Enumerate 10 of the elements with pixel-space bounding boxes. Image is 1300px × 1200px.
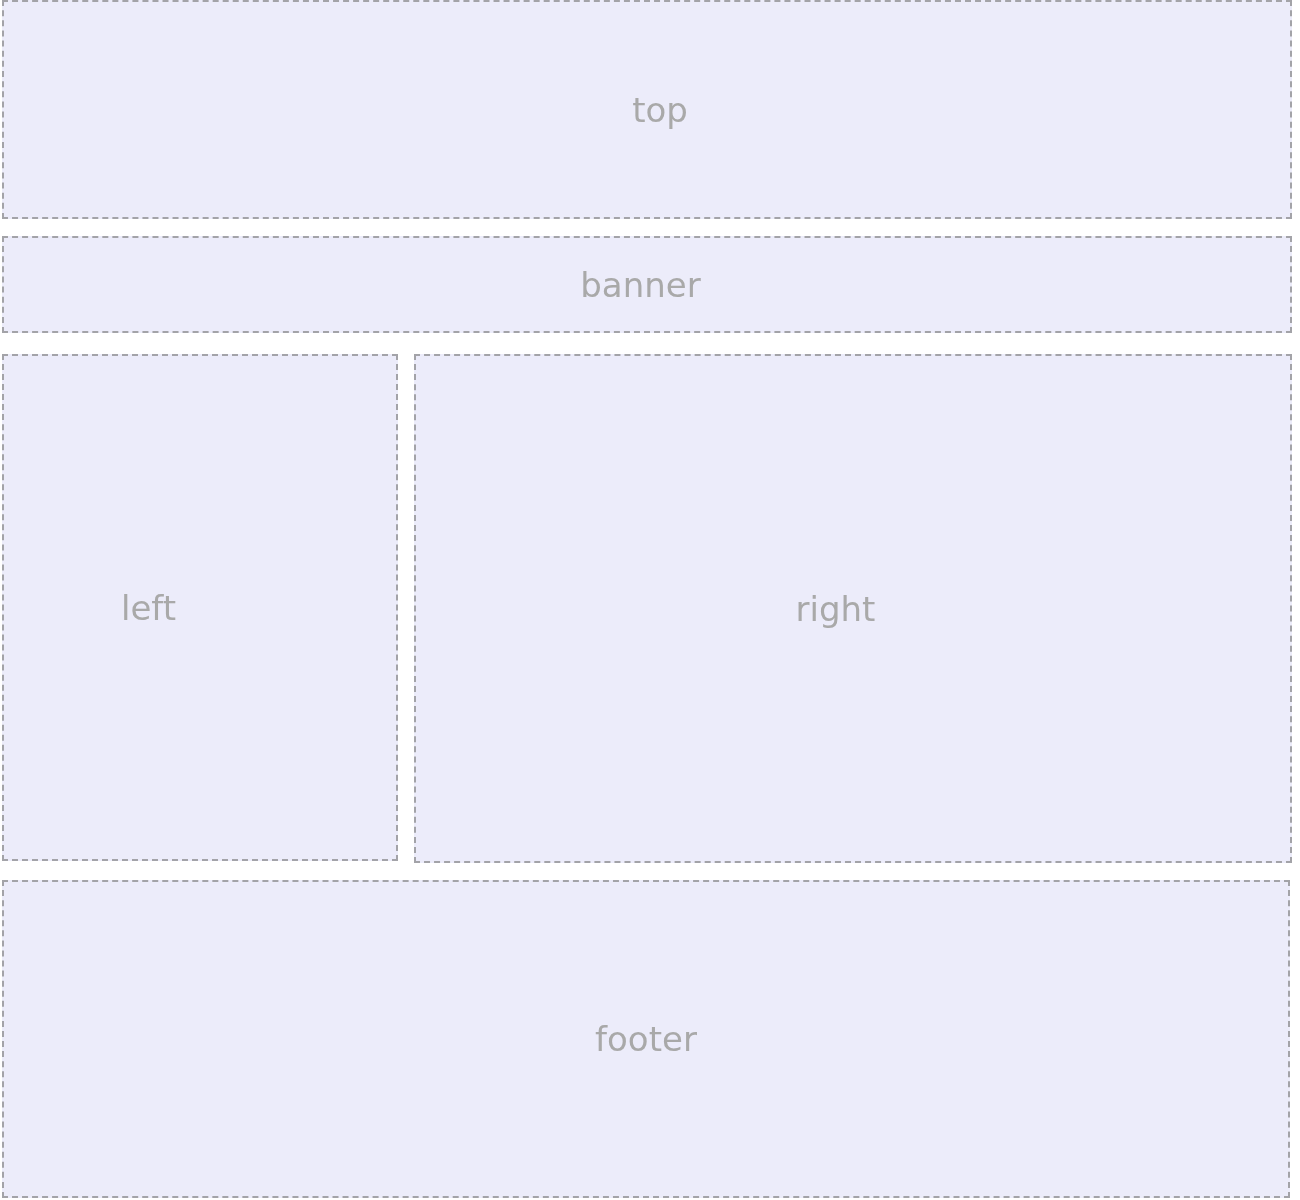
region-label: left xyxy=(120,587,177,628)
region-label: right xyxy=(795,588,876,629)
region-label: banner xyxy=(580,264,701,305)
region-label: top xyxy=(632,89,688,130)
layout-region xyxy=(2,236,1292,333)
layout-region xyxy=(414,354,1292,863)
layout-region xyxy=(2,354,398,861)
region-label: footer xyxy=(595,1019,697,1059)
layout-region xyxy=(2,0,1292,219)
layout-region xyxy=(2,880,1290,1198)
